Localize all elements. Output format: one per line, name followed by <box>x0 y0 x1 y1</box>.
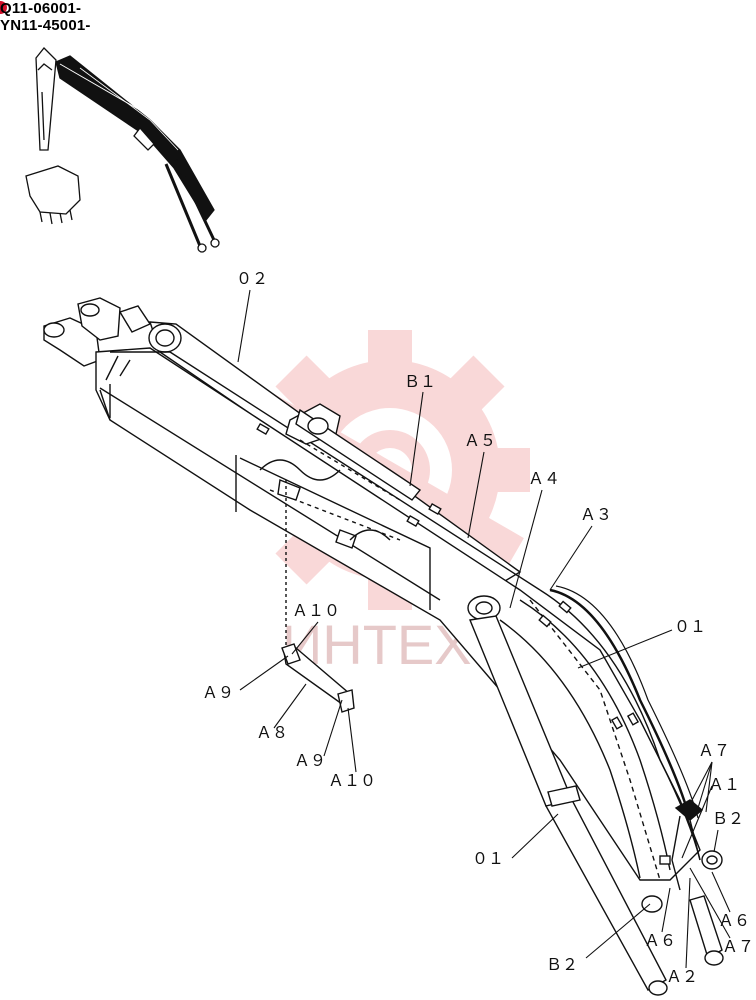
callout-a10-top: Ａ１０ <box>292 601 340 620</box>
callout-a6-bottom: Ａ６ <box>644 931 676 950</box>
callout-a1: Ａ１ <box>708 775 740 794</box>
leader-lines <box>237 289 731 969</box>
serial-range-1: Q11-06001- <box>0 0 82 17</box>
callout-a10-bottom: Ａ１０ <box>328 771 376 790</box>
callout-a7-top: Ａ７ <box>698 741 730 760</box>
callout-a2: Ａ２ <box>666 967 698 986</box>
callout-a6-right: Ａ６ <box>718 911 750 930</box>
callout-a5: Ａ５ <box>464 431 496 450</box>
callout-a4: Ａ４ <box>528 469 560 488</box>
callout-a9-bottom: Ａ９ <box>294 751 326 770</box>
callout-02: ０２ <box>236 269 268 288</box>
serial-range-2: YN11-45001- <box>0 17 91 34</box>
callout-b2-bottom: Ｂ２ <box>546 955 578 974</box>
callout-01-top: ０１ <box>674 617 706 636</box>
callout-a7-bottom: Ａ７ <box>722 937 754 956</box>
callout-a9-left: Ａ９ <box>202 683 234 702</box>
callout-01-bottom: ０１ <box>472 849 504 868</box>
marker-dot <box>0 1 7 14</box>
excavator-thumbnail <box>25 47 220 253</box>
callout-a8: Ａ８ <box>256 723 288 742</box>
callout-b2-right: Ｂ２ <box>712 809 744 828</box>
callout-b1: Ｂ１ <box>404 372 436 391</box>
boom-assembly <box>43 297 724 996</box>
callout-a3: Ａ３ <box>580 505 612 524</box>
